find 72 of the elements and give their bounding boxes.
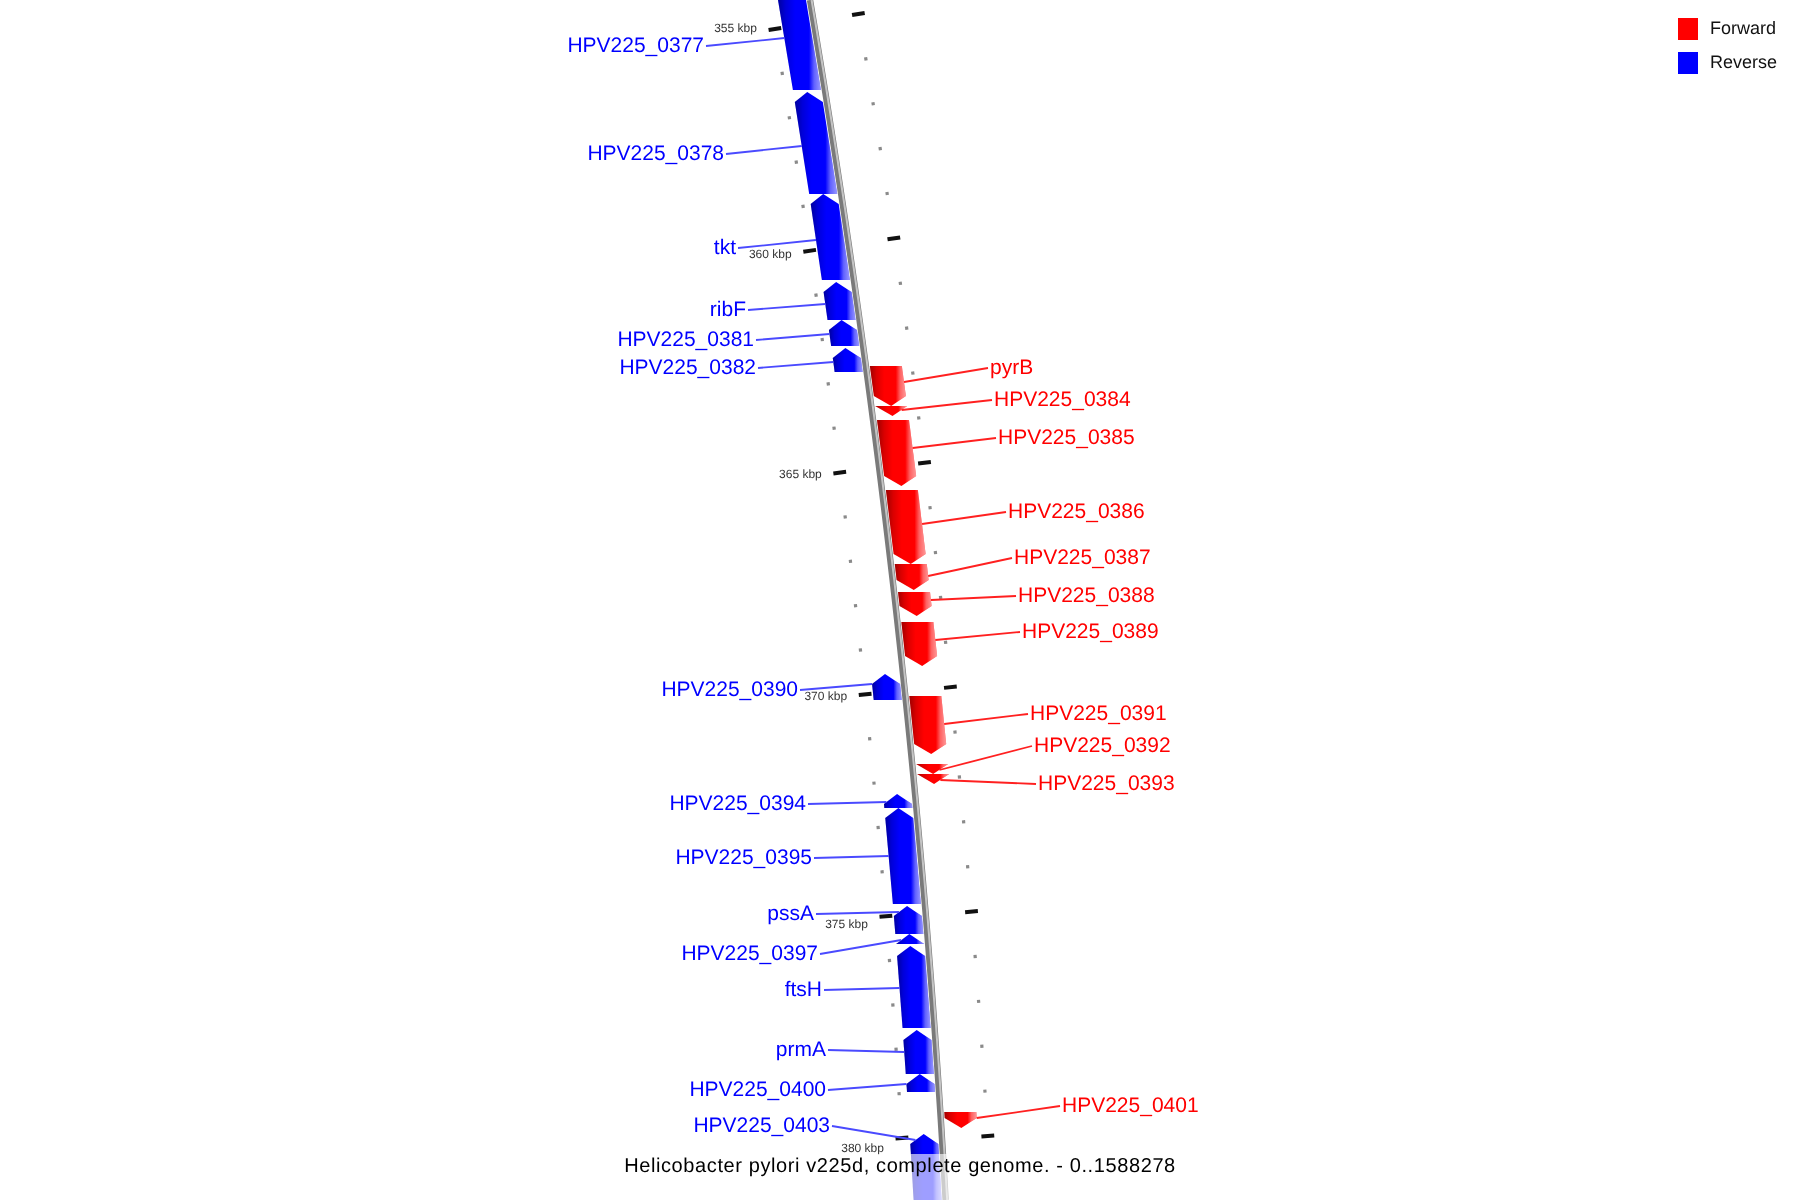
gene-block [906, 1074, 935, 1092]
gene-label: pssA [767, 901, 814, 927]
leader-line [747, 303, 827, 311]
leader-line [757, 361, 835, 369]
gene-label: HPV225_0386 [1008, 499, 1145, 525]
leader-line [827, 1083, 908, 1091]
gene-block [901, 622, 938, 666]
gene-label: HPV225_0387 [1014, 545, 1151, 571]
gene-block [877, 420, 917, 486]
gene-block [916, 764, 949, 774]
gene-block [872, 674, 902, 700]
gene-label: HPV225_0397 [681, 941, 818, 967]
leader-line [927, 557, 1013, 577]
gene-block [828, 320, 860, 346]
leader-line [705, 37, 786, 47]
gene-label: HPV225_0394 [669, 791, 806, 817]
leader-line [939, 779, 1037, 785]
legend-label: Reverse [1710, 52, 1778, 74]
gene-block [894, 564, 929, 590]
gene-label: HPV225_0382 [619, 355, 756, 381]
leader-line [819, 939, 903, 955]
gene-block [794, 92, 838, 194]
leader-line [975, 1105, 1061, 1119]
gene-label: HPV225_0384 [994, 387, 1131, 413]
leader-line [943, 713, 1029, 725]
leader-line [921, 511, 1007, 525]
gene-block [917, 774, 950, 784]
leader-line [900, 399, 993, 411]
gene-label: HPV225_0388 [1018, 583, 1155, 609]
gene-label: pyrB [990, 355, 1034, 381]
gene-block [896, 934, 925, 944]
leader-line [725, 145, 803, 155]
leader-line [827, 1049, 906, 1053]
gene-block [944, 1112, 977, 1128]
leader-line [737, 239, 817, 249]
gene-block [832, 348, 863, 372]
leader-line [831, 1125, 917, 1141]
gene-label: ftsH [784, 977, 822, 1003]
gene-block [875, 406, 908, 416]
gene-label: HPV225_0389 [1022, 619, 1159, 645]
gene-block [898, 592, 932, 616]
gene-label: ribF [709, 297, 746, 323]
gene-label: HPV225_0403 [693, 1113, 830, 1139]
gene-label: HPV225_0400 [689, 1077, 826, 1103]
gene-block [778, 0, 821, 90]
leader-line [934, 631, 1021, 641]
leader-line [930, 595, 1017, 601]
gene-label: HPV225_0393 [1038, 771, 1175, 797]
leader-line [938, 745, 1033, 771]
gene-label: tkt [713, 235, 736, 261]
gene-block [823, 282, 856, 320]
gene-label: HPV225_0395 [675, 845, 812, 871]
gene-label: HPV225_0390 [661, 677, 798, 703]
leader-line [903, 367, 989, 383]
gene-block [884, 794, 913, 808]
leader-line [823, 987, 901, 991]
legend-label: Forward [1710, 18, 1777, 40]
gene-label: HPV225_0378 [587, 141, 724, 167]
leader-line [799, 683, 873, 691]
gene-label: HPV225_0381 [617, 327, 754, 353]
gene-block [909, 696, 947, 754]
gene-label: HPV225_0391 [1030, 701, 1167, 727]
gene-label: HPV225_0392 [1034, 733, 1171, 759]
gene-label: HPV225_0401 [1062, 1093, 1199, 1119]
leader-line [815, 911, 900, 915]
leader-line [755, 333, 831, 341]
leader-line [813, 855, 890, 859]
gene-label: prmA [775, 1037, 826, 1063]
gene-label: HPV225_0377 [567, 33, 704, 59]
leader-line [911, 437, 997, 449]
gene-label: HPV225_0385 [998, 425, 1135, 451]
leader-line [807, 801, 888, 805]
